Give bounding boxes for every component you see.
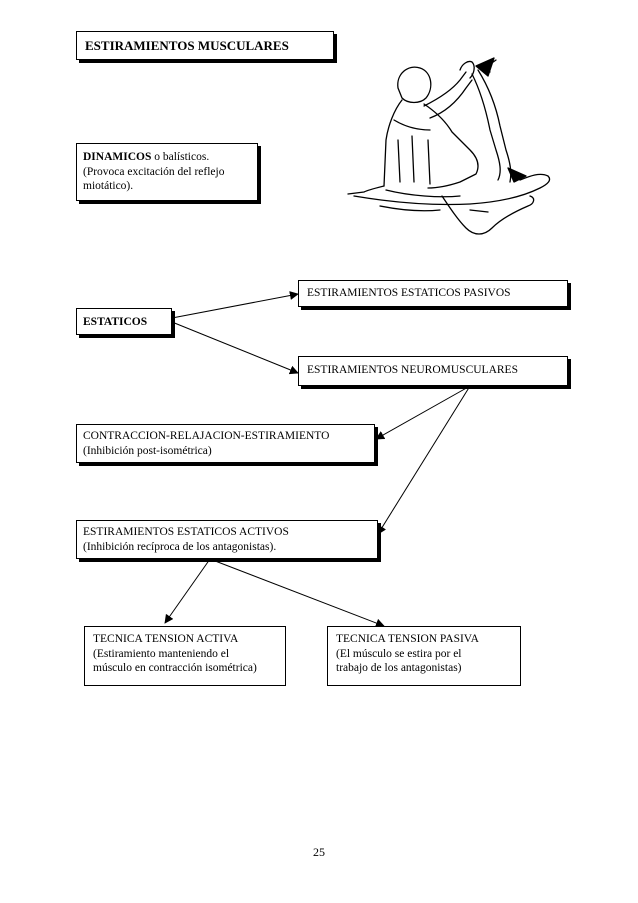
therapist-arm [423,71,473,119]
contraccion-box: CONTRACCION-RELAJACION-ESTIRAMIENTO (Inh… [76,424,375,463]
neuromusculares-label: ESTIRAMIENTOS NEUROMUSCULARES [307,364,518,376]
tension-activa-line1: TECNICA TENSION ACTIVA [93,633,239,645]
dinamicos-heading-suffix: o balísticos. [151,151,210,163]
activos-line2: (Inhibición recíproca de los antagonista… [83,540,277,553]
tension-pasiva-line1: TECNICA TENSION PASIVA [336,633,479,645]
dinamicos-box: DINAMICOS o balísticos. (Provoca excitac… [76,143,258,201]
estaticos-box: ESTATICOS [76,308,172,335]
contraccion-line1: CONTRACCION-RELAJACION-ESTIRAMIENTO [83,430,330,442]
neuromusculares-box: ESTIRAMIENTOS NEUROMUSCULARES [298,356,568,386]
tension-pasiva-line3: trabajo de los antagonistas) [336,662,462,674]
arrow-estaticos-neuro [171,321,299,375]
tension-pasiva-box: TECNICA TENSION PASIVA (El músculo se es… [327,626,521,686]
page-title: ESTIRAMIENTOS MUSCULARES [85,38,289,53]
tension-activa-box: TECNICA TENSION ACTIVA (Estiramiento man… [84,626,286,686]
arrow-neuro-contraccion [375,385,471,440]
dinamicos-heading: DINAMICOS [83,151,152,163]
page-number: 25 [313,845,325,859]
arrow-activos-tension-pasiva [209,558,385,628]
arrow-neuro-activos [377,385,471,535]
knee-arrow-icon [507,167,527,183]
tension-activa-line2: (Estiramiento manteniendo el [93,647,230,660]
pasivos-label: ESTIRAMIENTOS ESTATICOS PASIVOS [307,287,511,299]
foot-arrow-icon [475,57,497,77]
dinamicos-line3: miotático). [83,180,134,192]
arrow-estaticos-pasivos [171,291,299,319]
contraccion-line2: (Inhibición post-isométrica) [83,444,212,457]
title-box: ESTIRAMIENTOS MUSCULARES [76,31,334,60]
therapist-torso [383,99,479,189]
patient-body [353,173,551,206]
activos-box: ESTIRAMIENTOS ESTATICOS ACTIVOS (Inhibic… [76,520,378,559]
therapist-head [397,66,432,104]
tension-pasiva-line2: (El músculo se estira por el [336,647,462,660]
dinamicos-line2: (Provoca excitación del reflejo [83,165,225,178]
arrow-activos-tension-activa [164,558,211,624]
activos-line1: ESTIRAMIENTOS ESTATICOS ACTIVOS [83,526,289,538]
pasivos-box: ESTIRAMIENTOS ESTATICOS PASIVOS [298,280,568,307]
estaticos-label: ESTATICOS [83,316,148,328]
tension-activa-line3: músculo en contracción isométrica) [93,662,257,674]
